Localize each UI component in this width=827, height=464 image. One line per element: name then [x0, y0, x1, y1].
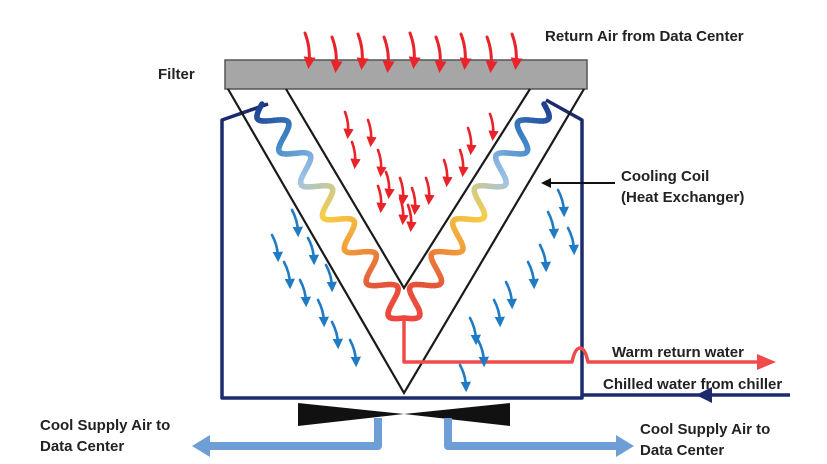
- heat-exchanger-label: (Heat Exchanger): [621, 189, 744, 206]
- warm-air-arrow: [410, 186, 421, 216]
- coil-v-frame: [227, 88, 585, 396]
- warm-air-arrow: [466, 126, 477, 156]
- warm-air-arrow: [384, 170, 395, 200]
- cool-air-arrow: [290, 208, 304, 238]
- cool-supply-pipe-left: [192, 418, 382, 457]
- warm-air-arrow: [376, 184, 387, 214]
- chilled-water-arrowhead: [696, 387, 712, 403]
- cool-air-arrow: [298, 278, 312, 308]
- return-air-arrow: [408, 31, 421, 69]
- cooling-coil: [254, 101, 552, 322]
- cool-air-arrow: [270, 233, 284, 263]
- chilled-water-pipe: [582, 387, 790, 403]
- warm-air-arrow: [398, 196, 409, 226]
- return-air-arrow: [356, 32, 369, 70]
- cool-supply-left-label-line2: Data Center: [40, 438, 124, 455]
- warm-return-water-pipe: [402, 320, 776, 370]
- return-air-arrow: [382, 35, 395, 73]
- return-air-arrow: [459, 32, 472, 70]
- cool-supply-right-label-line2: Data Center: [640, 442, 724, 459]
- return-air-arrow: [485, 35, 498, 73]
- warm-air-arrow: [376, 148, 387, 178]
- cool-supply-right-label-line1: Cool Supply Air to: [640, 421, 770, 438]
- fan-icon: [298, 403, 510, 426]
- cool-air-arrow: [348, 338, 362, 368]
- warm-air-arrow: [458, 148, 469, 178]
- cool-air-arrow: [526, 260, 540, 290]
- return-air-arrow: [510, 32, 523, 70]
- cool-air-arrow: [282, 260, 296, 290]
- cool-air-arrow: [556, 188, 570, 218]
- warm-air-arrow: [398, 176, 409, 206]
- left-supply-arrowhead: [192, 435, 210, 457]
- chilled-water-label: Chilled water from chiller: [603, 376, 782, 393]
- return-air-label: Return Air from Data Center: [545, 28, 744, 45]
- warm-air-arrows: [303, 31, 523, 233]
- cool-air-arrows: [270, 188, 580, 393]
- cool-air-arrow: [324, 263, 338, 293]
- right-supply-arrowhead: [616, 435, 634, 457]
- warm-air-arrow: [406, 203, 417, 233]
- cooling-coil-label: Cooling Coil: [621, 168, 709, 185]
- housing-outline: [220, 98, 584, 400]
- cool-air-arrow: [458, 363, 472, 393]
- warm-air-arrow: [350, 140, 361, 170]
- return-air-arrow: [434, 35, 447, 73]
- warm-air-arrow: [424, 176, 435, 206]
- cool-air-arrow: [566, 226, 580, 256]
- cool-supply-left-label-line1: Cool Supply Air to: [40, 417, 170, 434]
- cool-air-arrow: [306, 236, 320, 266]
- filter-panel: [224, 59, 588, 90]
- return-air-arrow: [330, 35, 343, 73]
- filter-label: Filter: [158, 66, 195, 83]
- warm-air-arrow: [343, 110, 354, 140]
- cool-air-arrow: [546, 210, 560, 240]
- warm-air-arrow: [442, 158, 453, 188]
- cool-air-arrow: [468, 316, 482, 346]
- return-air-arrow: [303, 31, 316, 69]
- cool-air-arrow: [316, 298, 330, 328]
- cool-air-arrow: [504, 280, 518, 310]
- warm-water-arrowhead: [757, 354, 776, 370]
- cool-supply-pipe-right: [444, 418, 634, 457]
- warm-air-arrow: [488, 112, 499, 142]
- cool-air-arrow: [476, 338, 490, 368]
- warm-air-arrow: [366, 118, 377, 148]
- cool-air-arrow: [538, 243, 552, 273]
- cool-air-arrow: [492, 298, 506, 328]
- warm-return-water-label: Warm return water: [612, 344, 744, 361]
- cool-air-arrow: [330, 320, 344, 350]
